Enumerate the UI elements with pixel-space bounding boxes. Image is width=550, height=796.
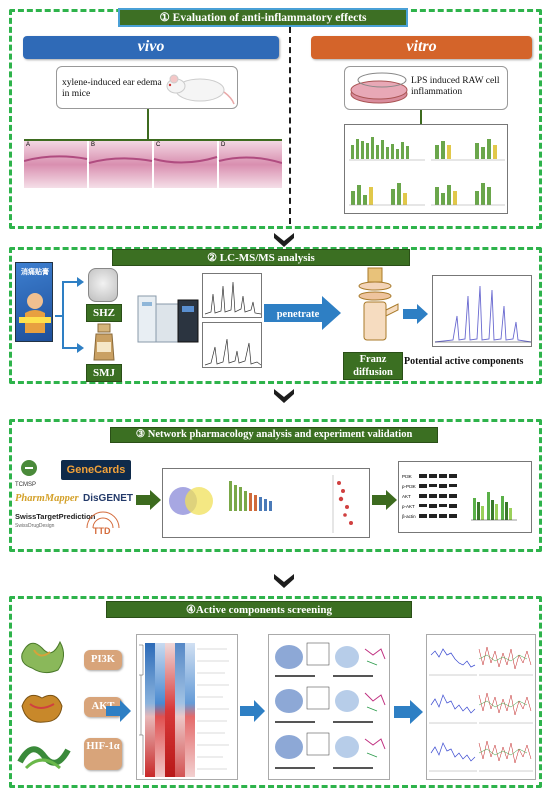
flow-arrow-3 [274,574,294,588]
potential-label: Potential active components [404,356,524,367]
histo-label-c: C [156,142,161,148]
shz-label: SHZ [86,304,122,322]
screening-arrow-1 [106,700,131,722]
target-pi3k: PI3K [84,650,122,670]
vivo-label: vivo [23,36,279,59]
tcmsp-logo [15,458,43,484]
histology-image [23,141,283,188]
wb-label-akt: AKT [402,494,411,499]
network-arrow-2 [372,490,397,510]
shz-patch-image [88,268,118,302]
section1-divider [289,27,291,224]
vitro-desc: LPS induced RAW cell inflammation [411,76,500,97]
section4-title: ④Active components screening [106,601,412,618]
potential-spectrum [432,275,532,347]
protein-structure-hif1a [17,746,71,770]
disgenet-logo: DisGENET [83,493,134,504]
screening-arrow-2 [240,700,265,722]
protein-structure-pi3k [21,640,64,674]
vivo-desc: xylene-induced ear edema in mice [62,78,162,99]
franz-cell-image [358,267,399,341]
wb-bands [419,474,517,521]
database-logos: TCMSP GeneCards PharmMapper DisGENET Swi… [13,454,133,544]
pharmmapper-logo: PharmMapper [15,493,79,504]
petri-dish-icon [350,72,408,104]
flow-arrow-2 [274,389,294,403]
vitro-label: vitro [311,36,532,59]
chromatogram-top [202,273,262,318]
section3-title: ③ Network pharmacology analysis and expe… [110,427,438,443]
smj-label: SMJ [86,364,122,382]
lcms-instrument-image [137,295,199,343]
chromatogram-bottom [202,322,262,368]
protein-structure-akt [21,694,63,723]
heatmap-figure [136,634,238,780]
western-blot-figure: PI3K p-PI3K AKT p-AKT β-actin [398,461,532,533]
tcmsp-label: TCMSP [15,482,36,488]
section4-panel [9,596,542,788]
vivo-connector [147,109,149,139]
vitro-chart-thumb [344,124,508,214]
section1-title: ① Evaluation of anti-inflammatory effect… [118,8,408,27]
flow-arrow-1 [274,233,294,247]
ttd-logo-icon [86,511,120,529]
vivo-hline [24,139,282,141]
ttd-logo: TTD [93,526,111,536]
mouse-icon [166,74,235,105]
penetrate-arrow [264,296,341,330]
histo-label-b: B [91,142,96,148]
wb-label-pi3k: PI3K [402,474,412,479]
section2-panel [9,247,542,384]
histology-strip: A B C D [23,141,283,188]
genecards-logo: GeneCards [61,460,131,480]
vitro-connector [420,110,422,124]
histo-label-d: D [221,142,226,148]
md-simulation-figure [426,634,536,780]
branch-arrows [55,277,84,353]
docking-figure [268,634,390,780]
product-box-image: 消痛贴膏 [15,262,53,342]
section3-panel [9,419,542,552]
network-analysis-figure [162,468,370,538]
screening-arrow-3 [394,700,423,724]
target-hif1a: HIF-1α [84,738,122,770]
swissdrug-label: SwissDrugDesign [15,523,55,529]
product-brand: 消痛贴膏 [21,269,49,276]
swisstarget-logo: SwissTargetPrediction [15,512,96,521]
section2-title: ② LC-MS/MS analysis [112,249,410,266]
wb-label-actin: β-actin [402,514,416,519]
franz-label: Franz diffusion [343,352,403,380]
potential-arrow [403,304,428,324]
network-arrow-1 [136,490,161,510]
histo-label-a: A [26,142,31,148]
smj-bottle-image [93,323,115,361]
product-figure [19,293,51,333]
penetrate-label: penetrate [276,309,320,320]
wb-label-pakt: p-AKT [402,504,415,509]
wb-label-ppi3k: p-PI3K [402,484,416,489]
